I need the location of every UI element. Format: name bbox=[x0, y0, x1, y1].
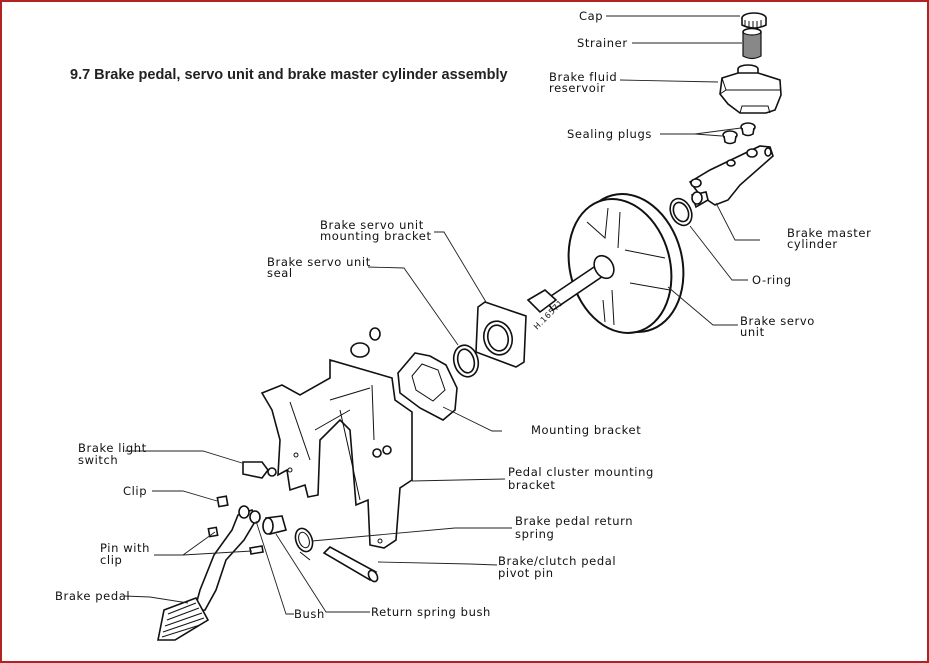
figure-title: 9.7 Brake pedal, servo unit and brake ma… bbox=[70, 67, 508, 83]
label-sealing-plugs: Sealing plugs bbox=[567, 127, 652, 141]
reservoir-part bbox=[719, 64, 782, 114]
sealing-plugs-part bbox=[722, 122, 756, 145]
label-servo-unit-line1: Brake servo bbox=[740, 314, 815, 328]
label-servo-seal-line1: Brake servo unit bbox=[267, 255, 371, 269]
label-brake-light-switch-line2: switch bbox=[78, 453, 118, 467]
brake-pedal-part bbox=[157, 505, 261, 641]
label-bush: Bush bbox=[294, 607, 325, 621]
label-pin-with-clip-line1: Pin with bbox=[100, 541, 150, 555]
label-master-cylinder-line2: cylinder bbox=[787, 237, 838, 251]
pin-clip-part bbox=[207, 526, 264, 555]
label-return-spring-line1: Brake pedal return bbox=[515, 514, 633, 528]
brake-light-switch-part bbox=[242, 461, 277, 479]
small-washers-part bbox=[350, 327, 381, 358]
servo-unit-part bbox=[526, 193, 685, 334]
label-pivot-pin-line1: Brake/clutch pedal bbox=[498, 554, 616, 568]
label-o-ring: O-ring bbox=[752, 273, 792, 287]
label-reservoir-line1: Brake fluid bbox=[549, 70, 617, 84]
master-cylinder-part bbox=[688, 145, 774, 209]
clip-part bbox=[216, 495, 229, 508]
pivot-pin-part bbox=[322, 546, 379, 583]
label-strainer: Strainer bbox=[577, 36, 628, 50]
label-pedal-cluster-bracket-line2: bracket bbox=[508, 478, 555, 492]
bush-part bbox=[262, 515, 287, 535]
label-return-spring-line2: spring bbox=[515, 527, 554, 541]
pedal-cluster-bracket-part bbox=[260, 358, 413, 549]
return-spring-part bbox=[294, 527, 314, 561]
label-servo-mounting-bracket-line1: Brake servo unit bbox=[320, 218, 424, 232]
label-pin-with-clip-line2: clip bbox=[100, 553, 122, 567]
label-master-cylinder-line1: Brake master bbox=[787, 226, 871, 240]
leader-lines bbox=[123, 15, 760, 615]
label-reservoir-line2: reservoir bbox=[549, 81, 606, 95]
label-servo-seal-line2: seal bbox=[267, 266, 293, 280]
label-cap: Cap bbox=[579, 9, 603, 23]
cap-part bbox=[741, 12, 767, 29]
servo-seal-part bbox=[452, 344, 480, 378]
mounting-bracket-part bbox=[397, 352, 458, 421]
servo-mounting-bracket-part bbox=[475, 301, 527, 368]
label-clip: Clip bbox=[123, 484, 147, 498]
o-ring-part bbox=[669, 197, 693, 227]
label-brake-pedal: Brake pedal bbox=[55, 589, 130, 603]
label-return-spring-bush: Return spring bush bbox=[371, 605, 491, 619]
label-brake-light-switch-line1: Brake light bbox=[78, 441, 147, 455]
label-pedal-cluster-bracket-line1: Pedal cluster mounting bbox=[508, 465, 654, 479]
label-servo-mounting-bracket-line2: mounting bracket bbox=[320, 229, 432, 243]
label-mounting-bracket: Mounting bracket bbox=[531, 423, 641, 437]
label-pivot-pin-line2: pivot pin bbox=[498, 566, 554, 580]
strainer-part bbox=[742, 27, 762, 60]
label-servo-unit-line2: unit bbox=[740, 325, 765, 339]
